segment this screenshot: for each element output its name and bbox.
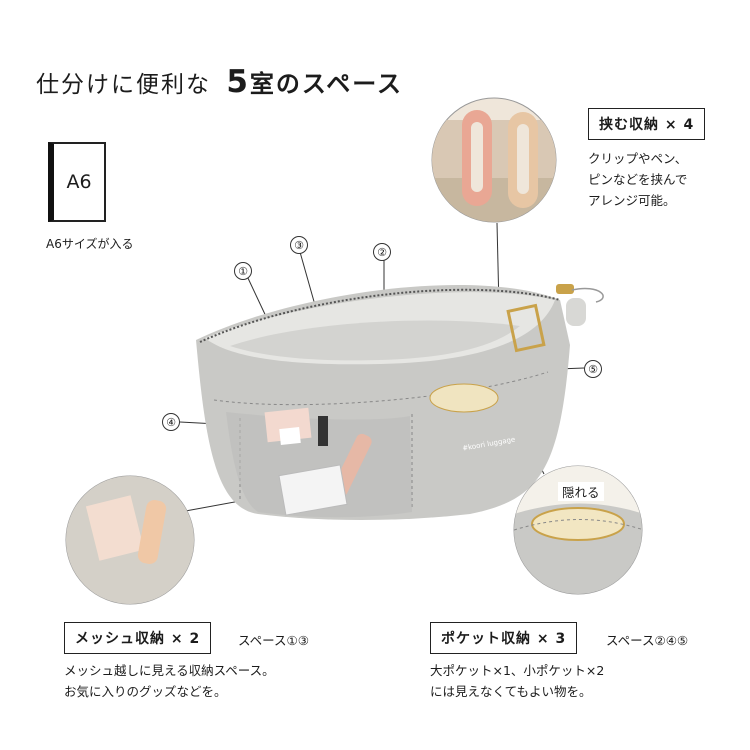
clip-storage-description: クリップやペン、 ピンなどを挟んで アレンジ可能。 [588, 148, 687, 211]
pocket-desc-line-2: には見えなくてもよい物を。 [430, 684, 592, 699]
marker-5: ⑤ [584, 360, 602, 378]
pocket-desc-line-1: 大ポケット×1、小ポケット×2 [430, 663, 605, 678]
clip-desc-line-2: ピンなどを挟んで [588, 172, 688, 187]
mesh-closeup [66, 476, 194, 604]
mesh-desc-line-1: メッシュ越しに見える収納スペース。 [64, 663, 275, 678]
clip-desc-line-1: クリップやペン、 [588, 151, 688, 166]
marker-2: ② [373, 243, 391, 261]
mesh-storage-label: メッシュ収納 × 2 [64, 622, 212, 654]
pocket-storage-label: ポケット収納 × 3 [430, 622, 578, 654]
mesh-desc-line-2: お気に入りのグッズなどを。 [64, 684, 227, 699]
pocket-storage-spaces: スペース②④⑤ [606, 633, 689, 648]
hidden-label: 隠れる [558, 482, 604, 501]
a6-caption: A6サイズが入る [46, 237, 134, 251]
clip-closeup [432, 110, 556, 222]
pouch-body [196, 284, 604, 520]
pocket-storage-description: 大ポケット×1、小ポケット×2 には見えなくてもよい物を。 [430, 660, 604, 702]
clip-desc-line-3: アレンジ可能。 [588, 193, 676, 208]
page-title: 仕分けに便利な 5室のスペース [36, 64, 403, 100]
clip-storage-label: 挟む収納 × 4 [588, 108, 706, 140]
title-suffix: 室のスペース [249, 70, 404, 98]
title-number: 5 [226, 64, 250, 100]
marker-3: ③ [290, 236, 308, 254]
marker-1: ① [234, 262, 252, 280]
a6-card-icon: A6 [48, 142, 106, 222]
mesh-storage-description: メッシュ越しに見える収納スペース。 お気に入りのグッズなどを。 [64, 660, 275, 702]
marker-4: ④ [162, 413, 180, 431]
mesh-storage-spaces: スペース①③ [238, 633, 309, 648]
a6-card-label: A6 [66, 171, 92, 193]
title-prefix: 仕分けに便利な [36, 72, 211, 98]
